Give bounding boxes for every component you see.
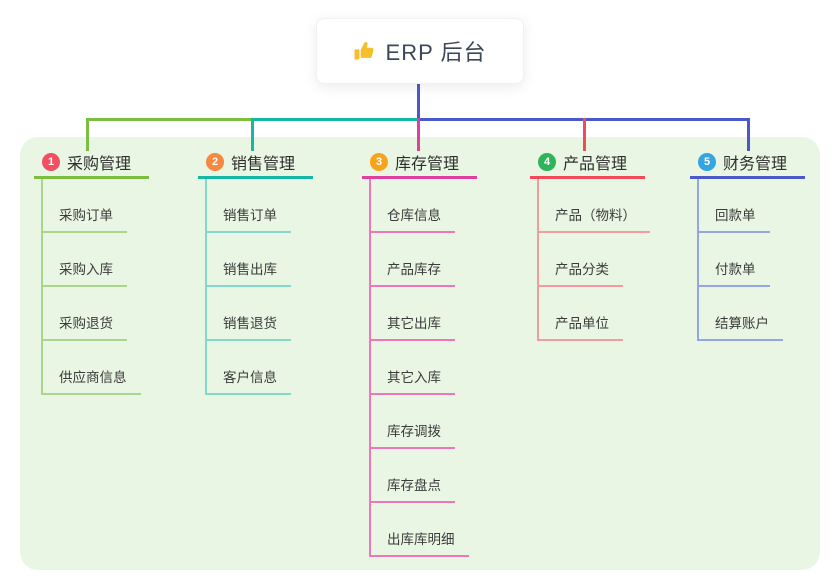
branch-number-badge: 4 <box>538 153 556 171</box>
mindmap-child-node[interactable]: 销售退货 <box>207 287 291 341</box>
child-node-label: 产品单位 <box>555 316 609 331</box>
branch-children: 采购订单采购入库采购退货供应商信息 <box>41 179 141 395</box>
branch-number-badge: 5 <box>698 153 716 171</box>
branch-title-node[interactable]: 5 财务管理 <box>690 148 806 179</box>
branch-title-node[interactable]: 4 产品管理 <box>530 148 646 179</box>
branch-number-badge: 3 <box>370 153 388 171</box>
mindmap-child-node[interactable]: 结算账户 <box>699 287 783 341</box>
mindmap-child-node[interactable]: 客户信息 <box>207 341 291 395</box>
child-node-label: 库存调拨 <box>387 424 441 439</box>
child-node-label: 采购入库 <box>59 262 113 277</box>
child-node-label: 仓库信息 <box>387 208 441 223</box>
branches-panel <box>20 137 820 570</box>
branch-5: 5 财务管理 回款单付款单结算账户 <box>690 148 806 341</box>
branch-title-label: 采购管理 <box>67 156 132 173</box>
connector-top-left <box>86 118 253 121</box>
branch-4: 4 产品管理 产品（物料） 产品分类产品单位 <box>530 148 650 341</box>
child-node-label: 出库库明细 <box>387 532 455 547</box>
connector-drop-4 <box>583 118 586 151</box>
child-node-label: 销售出库 <box>223 262 277 277</box>
mindmap-child-node[interactable]: 产品库存 <box>371 233 455 287</box>
child-node-label: 产品（物料） <box>555 208 636 223</box>
branch-3: 3 库存管理 仓库信息产品库存其它出库其它入库库存调拨库存盘点出库库明细 <box>362 148 478 557</box>
branch-title-label: 销售管理 <box>231 156 296 173</box>
connector-top-mid <box>251 118 419 121</box>
root-node[interactable]: ERP 后台 <box>316 18 524 84</box>
mindmap-child-node[interactable]: 出库库明细 <box>371 503 469 557</box>
branch-number-badge: 2 <box>206 153 224 171</box>
branch-number-badge: 1 <box>42 153 60 171</box>
branch-2: 2 销售管理 销售订单销售出库销售退货客户信息 <box>198 148 314 395</box>
child-node-label: 回款单 <box>715 208 756 223</box>
child-node-label: 其它入库 <box>387 370 441 385</box>
mindmap-child-node[interactable]: 付款单 <box>699 233 770 287</box>
connector-root-drop <box>417 82 420 120</box>
child-node-label: 库存盘点 <box>387 478 441 493</box>
mindmap-child-node[interactable]: 产品（物料） <box>539 179 650 233</box>
mindmap-child-node[interactable]: 销售出库 <box>207 233 291 287</box>
branch-title-node[interactable]: 1 采购管理 <box>34 148 150 179</box>
child-node-label: 销售退货 <box>223 316 277 331</box>
mindmap-child-node[interactable]: 供应商信息 <box>43 341 141 395</box>
child-node-label: 付款单 <box>715 262 756 277</box>
branch-children: 回款单付款单结算账户 <box>697 179 783 341</box>
connector-drop-1 <box>86 118 89 151</box>
connector-drop-3 <box>417 118 420 151</box>
mindmap-child-node[interactable]: 其它入库 <box>371 341 455 395</box>
mindmap-child-node[interactable]: 库存调拨 <box>371 395 455 449</box>
mindmap-child-node[interactable]: 仓库信息 <box>371 179 455 233</box>
thumbs-up-icon <box>354 41 373 60</box>
branch-1: 1 采购管理 采购订单采购入库采购退货供应商信息 <box>34 148 150 395</box>
branch-title-label: 产品管理 <box>563 156 628 173</box>
branch-title-label: 财务管理 <box>723 156 788 173</box>
branch-title-label: 库存管理 <box>395 156 460 173</box>
mindmap-child-node[interactable]: 其它出库 <box>371 287 455 341</box>
mindmap-child-node[interactable]: 产品分类 <box>539 233 623 287</box>
connector-drop-2 <box>251 118 254 151</box>
connector-drop-5 <box>747 118 750 151</box>
child-node-label: 采购订单 <box>59 208 113 223</box>
child-node-label: 客户信息 <box>223 370 277 385</box>
mindmap-child-node[interactable]: 回款单 <box>699 179 770 233</box>
mindmap-child-node[interactable]: 采购入库 <box>43 233 127 287</box>
branch-children: 销售订单销售出库销售退货客户信息 <box>205 179 291 395</box>
branch-children: 仓库信息产品库存其它出库其它入库库存调拨库存盘点出库库明细 <box>369 179 469 557</box>
child-node-label: 供应商信息 <box>59 370 127 385</box>
mindmap-child-node[interactable]: 采购订单 <box>43 179 127 233</box>
mindmap-child-node[interactable]: 库存盘点 <box>371 449 455 503</box>
branch-title-node[interactable]: 2 销售管理 <box>198 148 314 179</box>
branch-title-node[interactable]: 3 库存管理 <box>362 148 478 179</box>
child-node-label: 结算账户 <box>715 316 769 331</box>
child-node-label: 产品分类 <box>555 262 609 277</box>
mindmap-child-node[interactable]: 销售订单 <box>207 179 291 233</box>
mindmap-child-node[interactable]: 采购退货 <box>43 287 127 341</box>
branch-children: 产品（物料） 产品分类产品单位 <box>537 179 650 341</box>
mindmap-child-node[interactable]: 产品单位 <box>539 287 623 341</box>
child-node-label: 销售订单 <box>223 208 277 223</box>
child-node-label: 产品库存 <box>387 262 441 277</box>
child-node-label: 采购退货 <box>59 316 113 331</box>
root-title: ERP 后台 <box>385 40 487 65</box>
child-node-label: 其它出库 <box>387 316 441 331</box>
